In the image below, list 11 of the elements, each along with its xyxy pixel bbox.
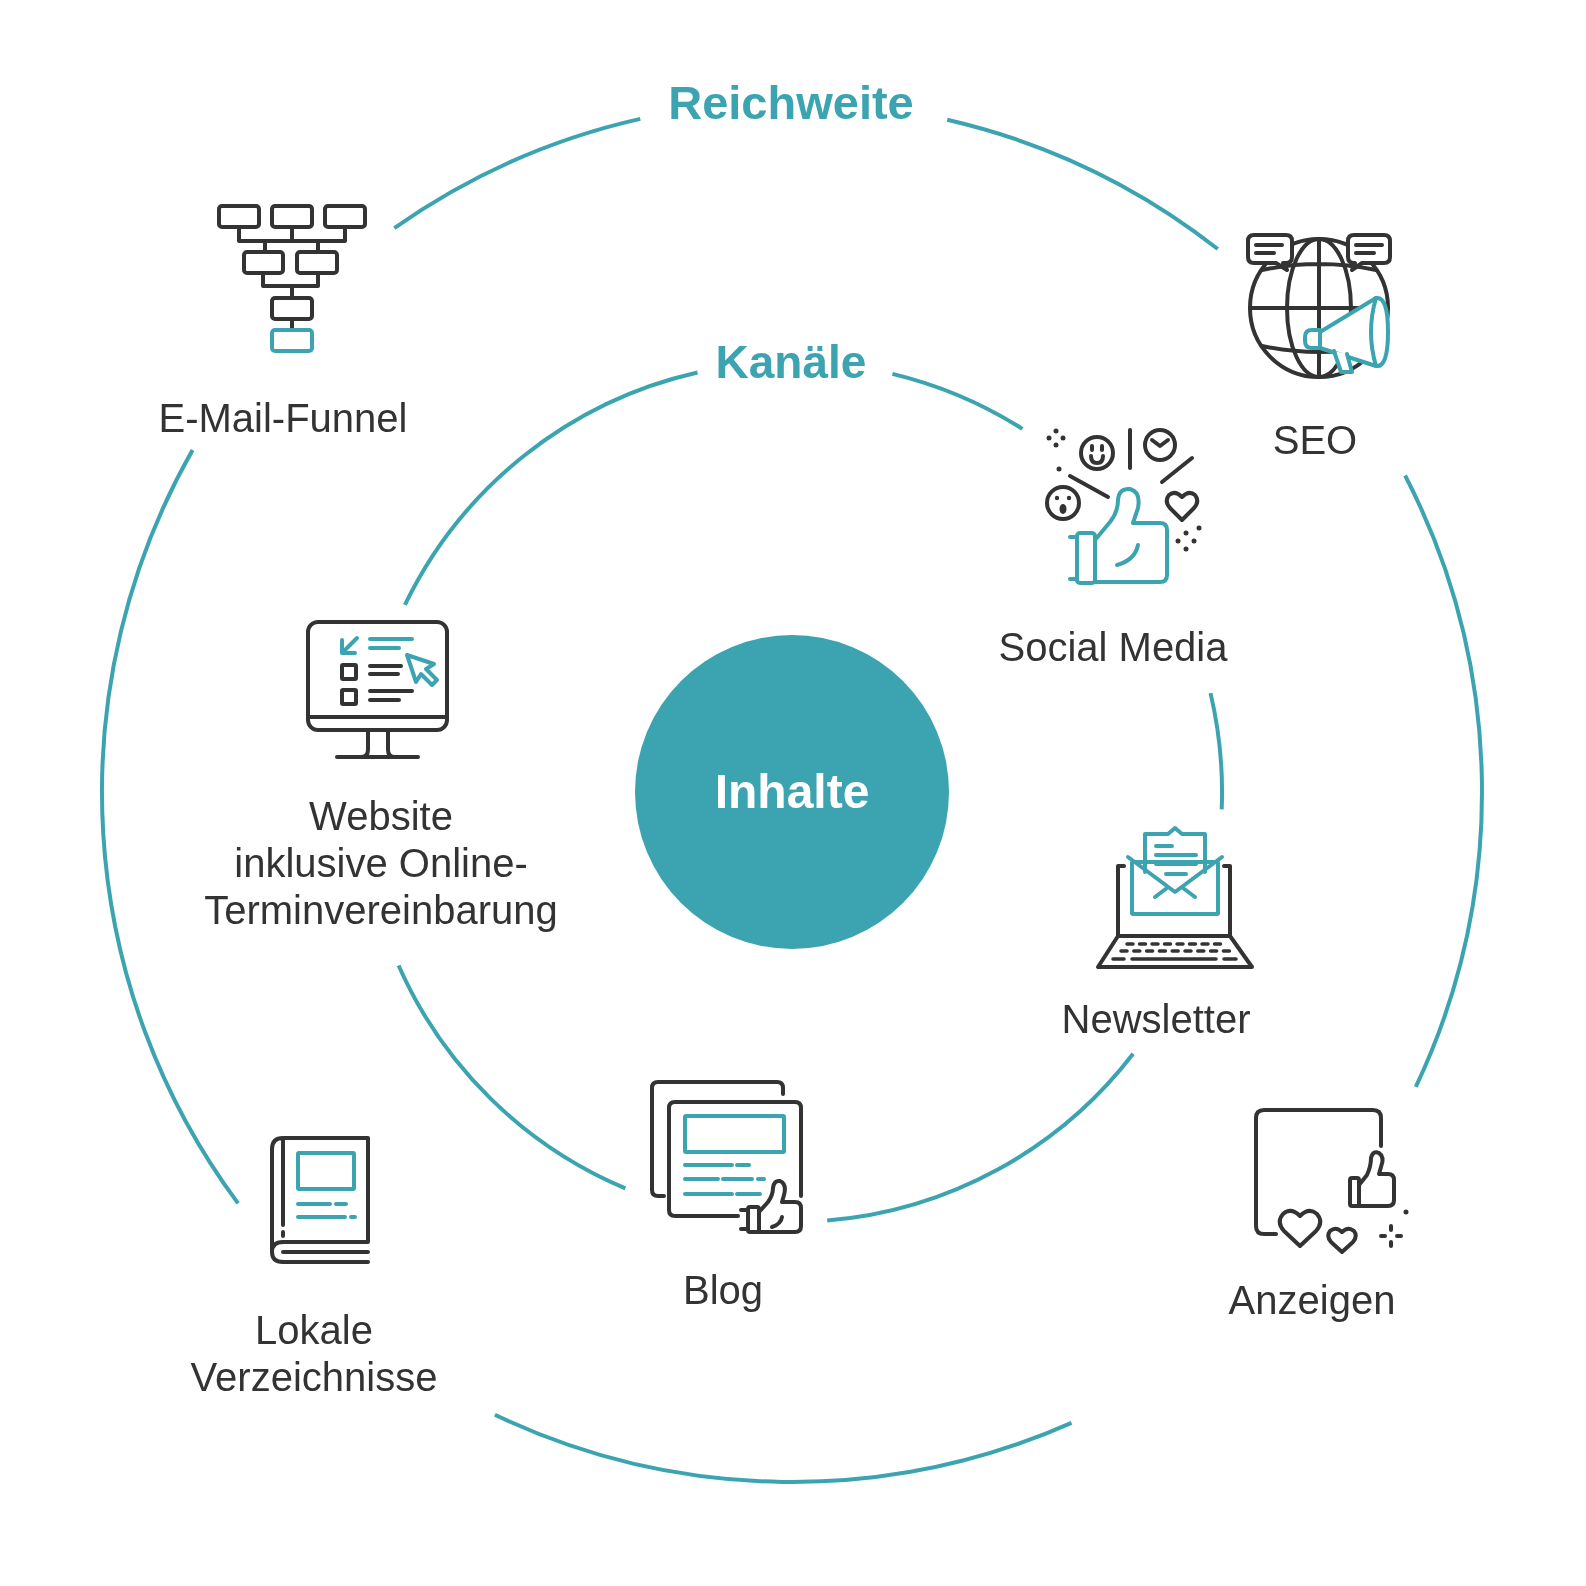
ring-title: Kanäle [715, 335, 867, 389]
icon-caption: Website inklusive Online-Terminvereinbarung [203, 792, 559, 934]
circle-label: Inhalte [714, 764, 870, 820]
icon-caption: Newsletter [1061, 995, 1251, 1043]
icon-caption: SEO [1272, 416, 1358, 464]
ring-title: Reichweite [668, 76, 914, 130]
icon-caption: Lokale Verzeichnisse [189, 1307, 439, 1401]
icon-caption: Blog [682, 1266, 764, 1314]
icon-caption: Anzeigen [1228, 1276, 1396, 1324]
icon-caption: Social Media [998, 623, 1228, 671]
icon-caption: E-Mail-Funnel [158, 394, 408, 442]
